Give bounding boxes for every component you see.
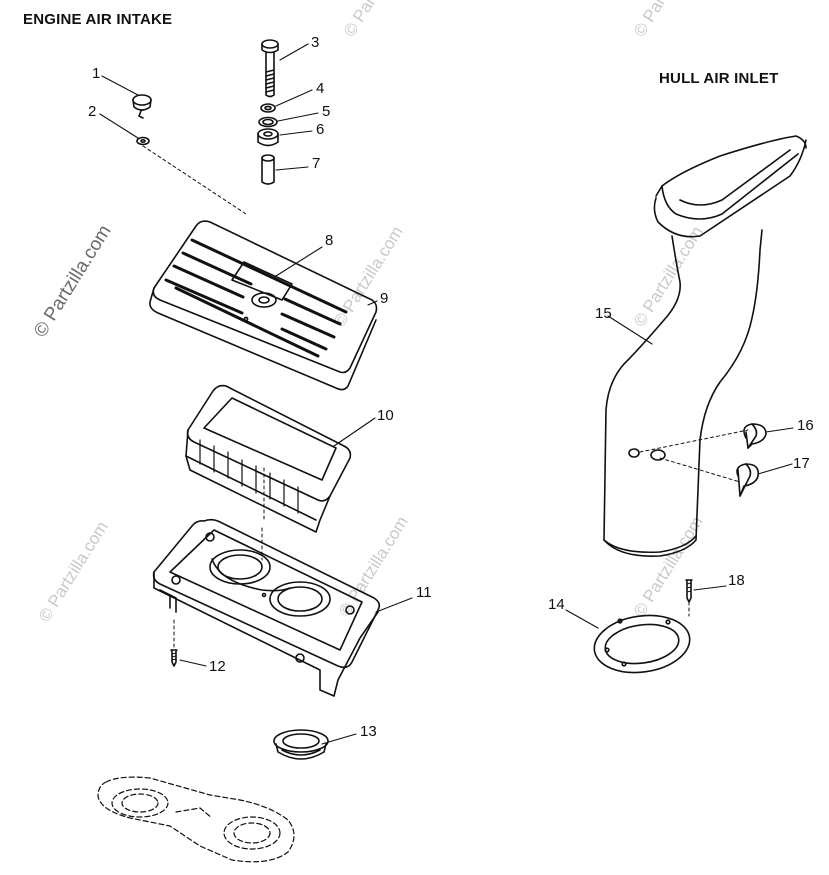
callout-4: 4 <box>316 80 325 97</box>
part-7-sleeve <box>261 154 275 185</box>
callout-12: 12 <box>209 658 226 675</box>
callout-3: 3 <box>311 34 320 51</box>
leader-lines <box>99 43 794 745</box>
part-6-spacer <box>257 128 279 147</box>
callout-8: 8 <box>325 232 334 249</box>
part-9-cover <box>149 220 378 391</box>
callout-7: 7 <box>312 155 321 172</box>
callout-15: 15 <box>595 305 612 322</box>
callout-11: 11 <box>416 584 432 601</box>
part-3-bolt <box>261 39 279 98</box>
callout-18: 18 <box>728 572 745 589</box>
alignment-lines <box>142 145 749 649</box>
part-16-clip <box>743 423 767 449</box>
callout-10: 10 <box>377 407 394 424</box>
callout-5: 5 <box>322 103 331 120</box>
part-11-base <box>152 518 381 697</box>
part-12-screw <box>170 649 178 667</box>
callout-16: 16 <box>797 417 814 434</box>
part-5-o-ring <box>258 116 278 128</box>
part-17-clip <box>736 463 760 497</box>
callout-14: 14 <box>548 596 565 613</box>
part-2-washer <box>136 136 150 146</box>
callout-9: 9 <box>380 290 389 307</box>
hull-air-inlet-heading: HULL AIR INLET <box>659 70 779 87</box>
reference-plate-outline <box>97 776 295 863</box>
part-10-filter <box>185 384 352 533</box>
callout-2: 2 <box>88 103 97 120</box>
part-15-inlet-duct <box>603 135 807 557</box>
part-1-cap-plug <box>132 94 152 119</box>
part-14-gasket-ring <box>593 614 691 674</box>
part-18-screw <box>685 579 693 603</box>
callout-13: 13 <box>360 723 377 740</box>
callout-17: 17 <box>793 455 810 472</box>
part-13-grommet <box>273 729 329 760</box>
callout-1: 1 <box>92 65 101 82</box>
part-8-decal <box>231 261 293 301</box>
callout-6: 6 <box>316 121 325 138</box>
engine-air-intake-heading: ENGINE AIR INTAKE <box>23 11 173 28</box>
part-4-washer <box>260 103 276 113</box>
